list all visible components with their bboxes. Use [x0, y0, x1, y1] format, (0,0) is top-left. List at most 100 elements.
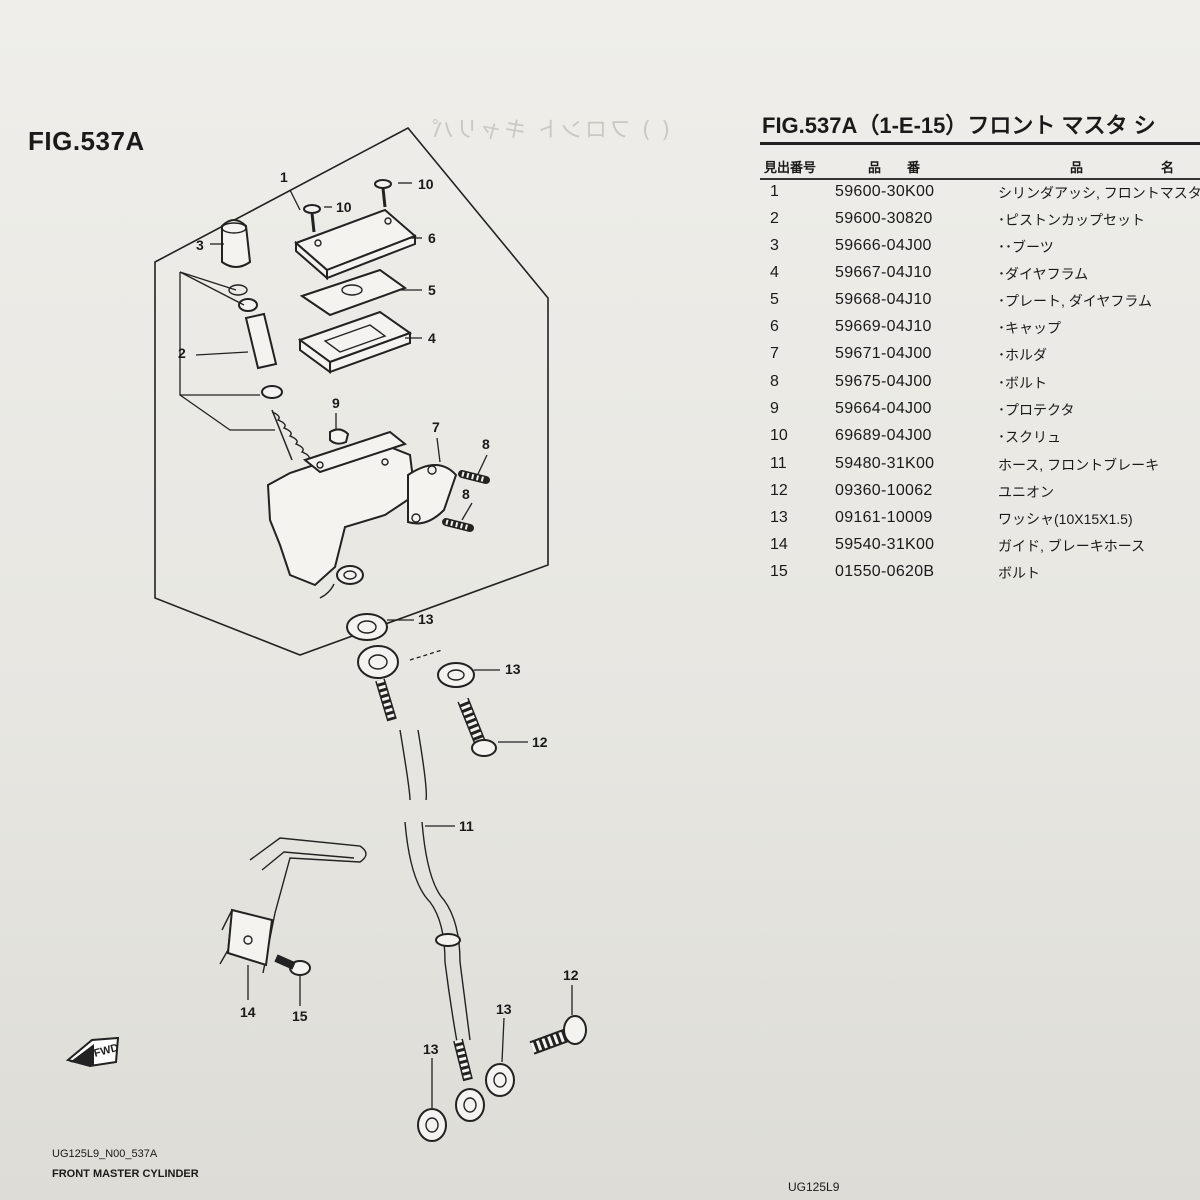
table-row: 15 01550-0620B ボルト — [760, 563, 1200, 589]
bolt-15 — [274, 954, 311, 976]
bolt-8b — [442, 518, 474, 532]
callout-6: 6 — [428, 230, 436, 246]
callout-13d: 13 — [423, 1041, 439, 1057]
callout-1: 1 — [280, 169, 288, 185]
callout-14: 14 — [240, 1004, 256, 1020]
callout-11: 11 — [459, 818, 474, 834]
part-number: 59669-04J10 — [835, 318, 932, 335]
screw-10b — [374, 179, 392, 208]
table-row: 3 59666-04J00 ･･ブーツ — [760, 237, 1200, 263]
callout-13c: 13 — [496, 1001, 512, 1017]
callout-12a: 12 — [532, 734, 548, 750]
callout-8b: 8 — [462, 486, 470, 502]
part-number: 01550-0620B — [835, 563, 935, 580]
guide-14 — [219, 837, 367, 974]
ref-number: 12 — [770, 482, 788, 499]
ref-number: 15 — [770, 563, 788, 580]
table-row: 14 59540-31K00 ガイド, ブレーキホース — [760, 536, 1200, 562]
header-ref: 見出番号 — [764, 160, 817, 175]
table-row: 5 59668-04J10 ･プレート, ダイヤフラム — [760, 291, 1200, 317]
table-row: 7 59671-04J00 ･ホルダ — [760, 345, 1200, 371]
part-number: 59600-30K00 — [835, 183, 935, 200]
part-description: ･ホルダ — [998, 347, 1047, 363]
header-desc: 品 名 — [1070, 160, 1175, 175]
part-number: 59666-04J00 — [835, 237, 932, 254]
part-description: ガイド, ブレーキホース — [998, 538, 1146, 554]
washer-13-upper — [346, 613, 388, 641]
washer-13-lower-right — [485, 1063, 515, 1097]
table-row: 8 59675-04J00 ･ボルト — [760, 373, 1200, 399]
ref-number: 7 — [770, 345, 779, 362]
callout-12b: 12 — [563, 967, 579, 983]
table-row: 6 59669-04J10 ･キャップ — [760, 318, 1200, 344]
part-number: 59480-31K00 — [835, 455, 935, 472]
ref-number: 8 — [770, 373, 779, 390]
union-bolt-12-upper — [457, 697, 497, 757]
callout-3: 3 — [196, 237, 204, 253]
ref-number: 2 — [770, 210, 779, 227]
bolt-8a — [458, 470, 490, 484]
footer-code: UG125L9 — [788, 1180, 840, 1194]
union-bolt-12-lower — [529, 1015, 587, 1055]
part-description: ･･ブーツ — [998, 239, 1054, 255]
part-description: ･キャップ — [998, 320, 1061, 336]
ref-number: 4 — [770, 264, 779, 281]
part-description: ･ボルト — [998, 375, 1047, 391]
ref-number: 6 — [770, 318, 779, 335]
part-number: 69689-04J00 — [835, 427, 932, 444]
diaphragm-4 — [297, 310, 413, 374]
union-fitting-upper — [357, 645, 399, 722]
boot-3 — [221, 219, 252, 268]
part-description: ･プレート, ダイヤフラム — [998, 293, 1152, 309]
part-description: ボルト — [998, 565, 1040, 581]
part-number: 59667-04J10 — [835, 264, 932, 281]
part-description: ･ピストンカップセット — [998, 212, 1145, 228]
callout-13b: 13 — [505, 661, 521, 677]
ref-number: 9 — [770, 400, 779, 417]
table-row: 12 09360-10062 ユニオン — [760, 482, 1200, 508]
callout-7: 7 — [432, 419, 440, 435]
model-code: UG125L9_N00_537A — [52, 1148, 158, 1160]
title-rule — [760, 142, 1200, 145]
washer-13-right — [437, 662, 475, 688]
master-cylinder-body — [266, 430, 417, 599]
callout-labels: 1 2 3 4 5 6 7 8 8 9 10 10 11 12 12 13 13… — [178, 169, 579, 1057]
part-description: ･プロテクタ — [998, 402, 1075, 418]
screw-10a — [303, 204, 321, 233]
ref-number: 1 — [770, 183, 779, 200]
union-fitting-lower — [455, 1088, 485, 1122]
ref-number: 3 — [770, 237, 779, 254]
part-description: シリンダアッシ, フロントマスタ — [998, 185, 1200, 201]
callout-5: 5 — [428, 282, 436, 298]
figure-caption: FRONT MASTER CYLINDER — [52, 1168, 199, 1180]
part-number: 59664-04J00 — [835, 400, 932, 417]
part-description: ホース, フロントブレーキ — [998, 457, 1160, 473]
brake-hose-11 — [399, 729, 473, 1082]
callout-10b: 10 — [418, 176, 434, 192]
ref-number: 14 — [770, 536, 788, 553]
part-number: 09360-10062 — [835, 482, 933, 499]
part-number: 59540-31K00 — [835, 536, 935, 553]
ref-number: 5 — [770, 291, 779, 308]
part-description: ユニオン — [998, 484, 1054, 500]
callout-8a: 8 — [482, 436, 490, 452]
leader-lines — [179, 182, 573, 1108]
part-description: ワッシャ(10X15X1.5) — [998, 511, 1133, 527]
callout-2: 2 — [178, 345, 186, 361]
table-row: 9 59664-04J00 ･プロテクタ — [760, 400, 1200, 426]
part-description: ･ダイヤフラム — [998, 266, 1089, 282]
ref-number: 13 — [770, 509, 788, 526]
header-part-no: 品 番 — [868, 160, 921, 175]
callout-9: 9 — [332, 395, 340, 411]
holder-7 — [407, 464, 458, 525]
table-title: FIG.537A（1-E-15）フロント マスタ シ — [762, 113, 1156, 138]
part-number: 59671-04J00 — [835, 345, 932, 362]
part-number: 59668-04J10 — [835, 291, 932, 308]
part-number: 59675-04J00 — [835, 373, 932, 390]
washer-13-lower-left — [417, 1108, 447, 1142]
table-row: 1 59600-30K00 シリンダアッシ, フロントマスタ — [760, 183, 1200, 209]
callout-13a: 13 — [418, 611, 434, 627]
callout-10a: 10 — [336, 199, 352, 215]
